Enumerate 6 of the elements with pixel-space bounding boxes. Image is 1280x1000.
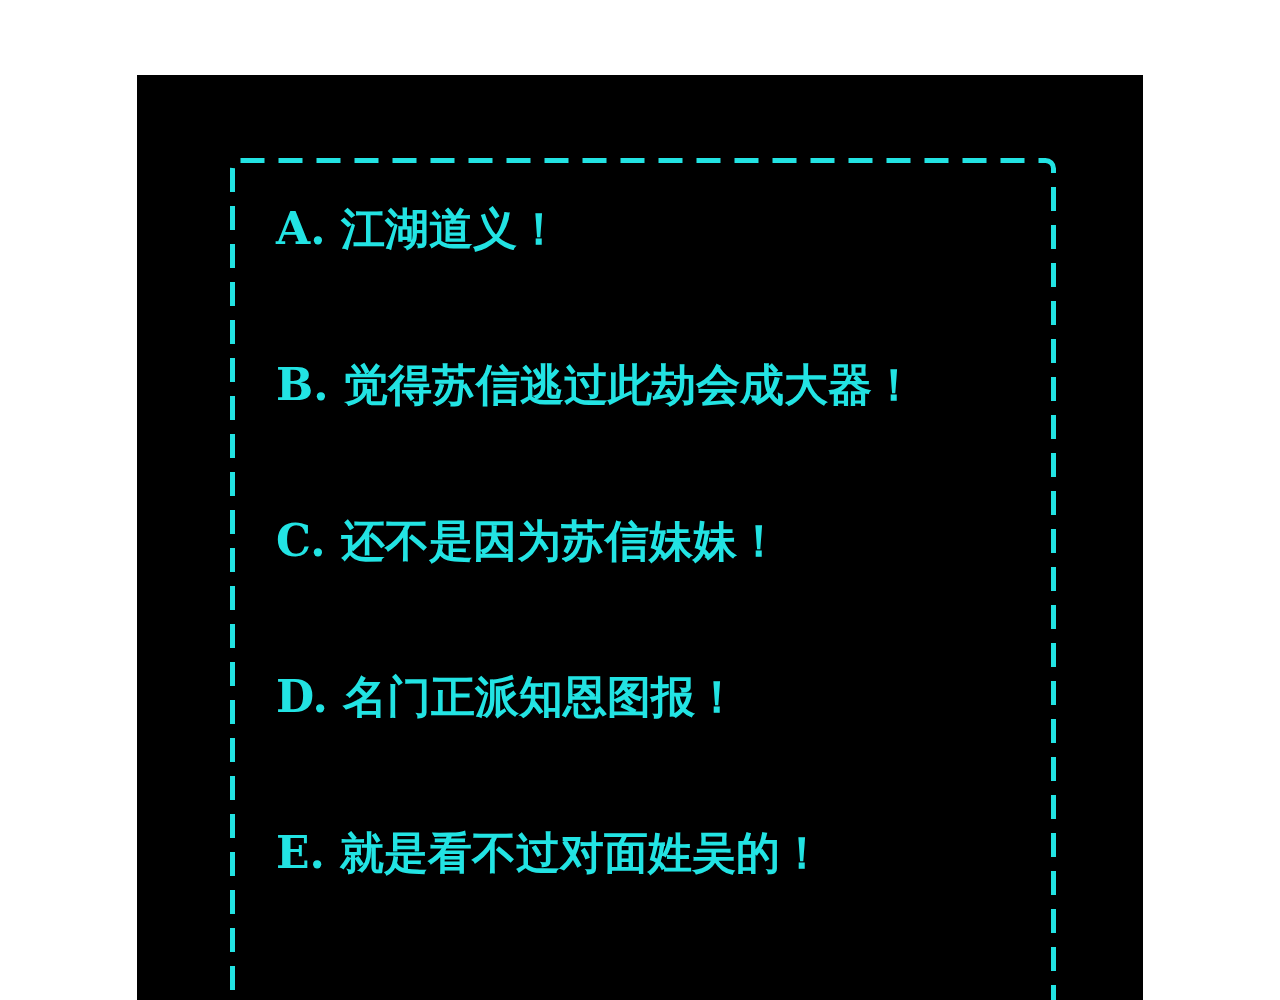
answer-option: B. 觉得苏信逃过此劫会成大器！: [276, 358, 1036, 412]
dashed-frame: [230, 158, 1056, 1000]
answer-option: C. 还不是因为苏信妹妹！: [276, 514, 1036, 568]
answer-option: E. 就是看不过对面姓吴的！: [276, 826, 1036, 880]
answer-option: A. 江湖道义！: [276, 202, 1036, 256]
answer-option: D. 名门正派知恩图报！: [276, 670, 1036, 724]
